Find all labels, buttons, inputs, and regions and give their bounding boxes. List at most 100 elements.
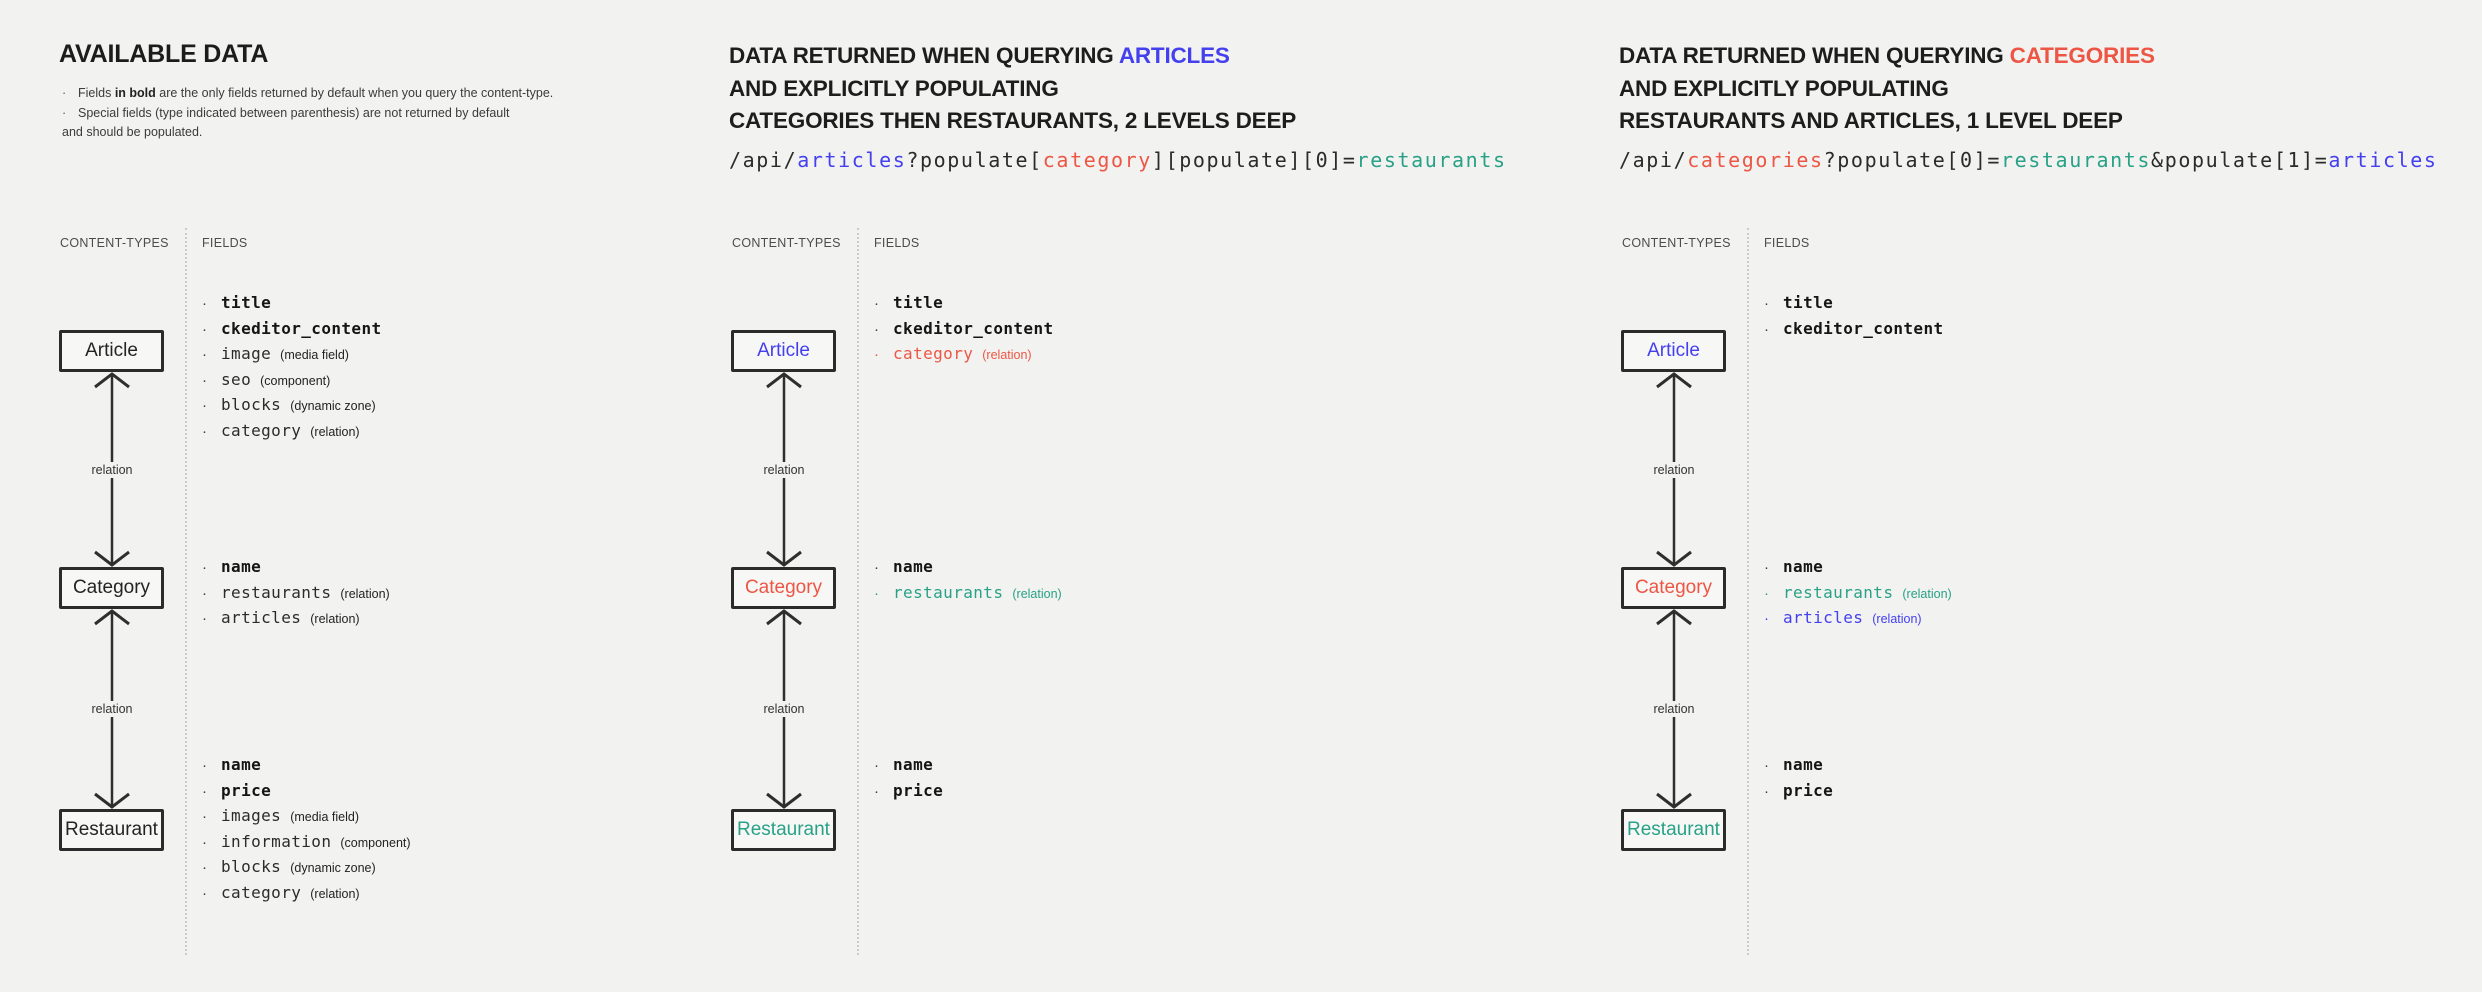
bullet: · <box>1764 320 1769 338</box>
field-name: blocks <box>221 395 282 414</box>
field-item: ·ckeditor_content <box>202 317 382 343</box>
field-name: restaurants <box>1783 582 1894 602</box>
content-type-label: Category <box>744 577 823 598</box>
field-item: ·title <box>202 291 382 317</box>
field-name: category <box>221 882 302 902</box>
field-list: ·title·ckeditor_content·image(media fiel… <box>202 291 382 444</box>
field-type: (relation) <box>310 424 360 439</box>
arrowhead-down-icon <box>1656 550 1692 567</box>
bullet: · <box>1764 757 1769 774</box>
bullet: · <box>874 584 879 602</box>
relation-label: relation <box>86 461 138 478</box>
heading-segment: DATA RETURNED WHEN QUERYING <box>729 43 1119 68</box>
field-name: title <box>1783 293 1834 312</box>
api-query-code: /api/articles?populate[category][populat… <box>729 148 1507 172</box>
heading-line: RESTAURANTS AND ARTICLES, 1 LEVEL DEEP <box>1619 105 2155 138</box>
field-item: · restaurants (relation) <box>202 581 390 607</box>
bullet: · <box>62 86 67 100</box>
content-type-box-article: Article <box>1621 330 1726 372</box>
field-name: image <box>221 344 272 363</box>
note-segment: Fields <box>78 86 115 100</box>
field-type: (relation) <box>340 586 390 601</box>
bullet: · <box>202 559 207 576</box>
field-name: category <box>893 344 974 363</box>
field-list: ·name·restaurants(relation)·articles(rel… <box>1764 555 1952 632</box>
field-type: (component) <box>340 835 411 850</box>
heading-segment: CATEGORIES THEN RESTAURANTS, 2 LEVELS DE… <box>729 108 1297 133</box>
code-segment: &populate[1]= <box>2151 148 2329 172</box>
field-name: title <box>893 293 944 312</box>
field-name: restaurants <box>221 582 332 602</box>
field-list: ·name·price <box>1764 753 1833 804</box>
field-name: blocks <box>221 857 282 876</box>
field-item: ·price <box>874 779 943 805</box>
field-name: name <box>893 755 934 774</box>
bullet: · <box>202 610 207 627</box>
page-title: AVAILABLE DATA <box>59 40 269 68</box>
heading-segment: ARTICLES <box>1118 43 1230 68</box>
note-text: Special fields (type indicated between p… <box>62 106 510 140</box>
bullet: · <box>874 320 879 338</box>
field-list: ·title · ckeditor_content <box>1764 291 1944 342</box>
code-segment: /api/ <box>729 148 798 172</box>
content-types-label: CONTENT-TYPES <box>60 236 169 250</box>
field-item: ·title <box>874 291 1054 317</box>
notes-list: ·Fields in bold are the only fields retu… <box>62 84 553 143</box>
field-item: ·price <box>1764 779 1833 805</box>
bullet: · <box>874 346 879 363</box>
code-segment: category <box>1042 148 1152 172</box>
bullet: · <box>202 584 207 602</box>
content-type-label: Category <box>72 577 151 598</box>
bullet: · <box>202 884 207 902</box>
note-segment: in bold <box>114 86 156 100</box>
content-types-label: CONTENT-TYPES <box>732 236 841 250</box>
field-type: (media field) <box>290 810 359 824</box>
content-type-label: Restaurant <box>1627 819 1720 840</box>
content-type-box-restaurant: Restaurant <box>731 809 836 851</box>
field-name: ckeditor_content <box>893 318 1054 338</box>
content-type-label: Restaurant <box>737 819 830 840</box>
note-item: ·Special fields (type indicated between … <box>62 104 553 143</box>
content-type-label: Article <box>85 340 138 361</box>
field-type: (relation) <box>982 348 1032 362</box>
field-item: ·information(component) <box>202 830 411 856</box>
heading-line: DATA RETURNED WHEN QUERYING CATEGORIES <box>1619 40 2155 73</box>
field-item: ·name <box>1764 753 1833 779</box>
field-name: information <box>221 831 332 851</box>
bullet: · <box>1764 782 1769 800</box>
content-type-label: Article <box>757 340 810 361</box>
bullet: · <box>202 859 207 876</box>
bullet: · <box>1764 584 1769 602</box>
bullet: · <box>202 371 207 389</box>
content-type-label: Article <box>1647 340 1700 361</box>
field-name: restaurants <box>893 582 1004 602</box>
field-name: articles <box>1783 608 1864 627</box>
relation-label: relation <box>86 701 138 717</box>
relation-label: relation <box>1648 461 1700 478</box>
field-name: images <box>221 806 282 825</box>
field-name: name <box>1783 557 1824 576</box>
field-item: ·title <box>1764 291 1944 317</box>
code-segment: /api/ <box>1619 148 1688 172</box>
field-item: ·seo(component) <box>202 368 382 394</box>
arrowhead-up-icon <box>766 372 802 389</box>
code-segment: articles <box>2328 148 2438 172</box>
code-segment: categories <box>1687 148 1824 172</box>
field-name: ckeditor_content <box>1783 318 1944 338</box>
fields-separator-line <box>185 228 187 955</box>
field-item: · name <box>874 753 943 779</box>
bullet: · <box>202 320 207 338</box>
arrowhead-down-icon <box>766 792 802 809</box>
field-item: ·images(media field) <box>202 804 411 830</box>
field-item: ·blocks(dynamic zone) <box>202 855 411 881</box>
field-type: (component) <box>260 373 331 388</box>
fields-separator-line <box>857 228 859 955</box>
arrowhead-down-icon <box>94 792 130 809</box>
field-type: (relation) <box>1012 586 1062 601</box>
field-item: ·price <box>202 779 411 805</box>
field-name: price <box>221 780 272 800</box>
bullet: · <box>874 757 879 774</box>
